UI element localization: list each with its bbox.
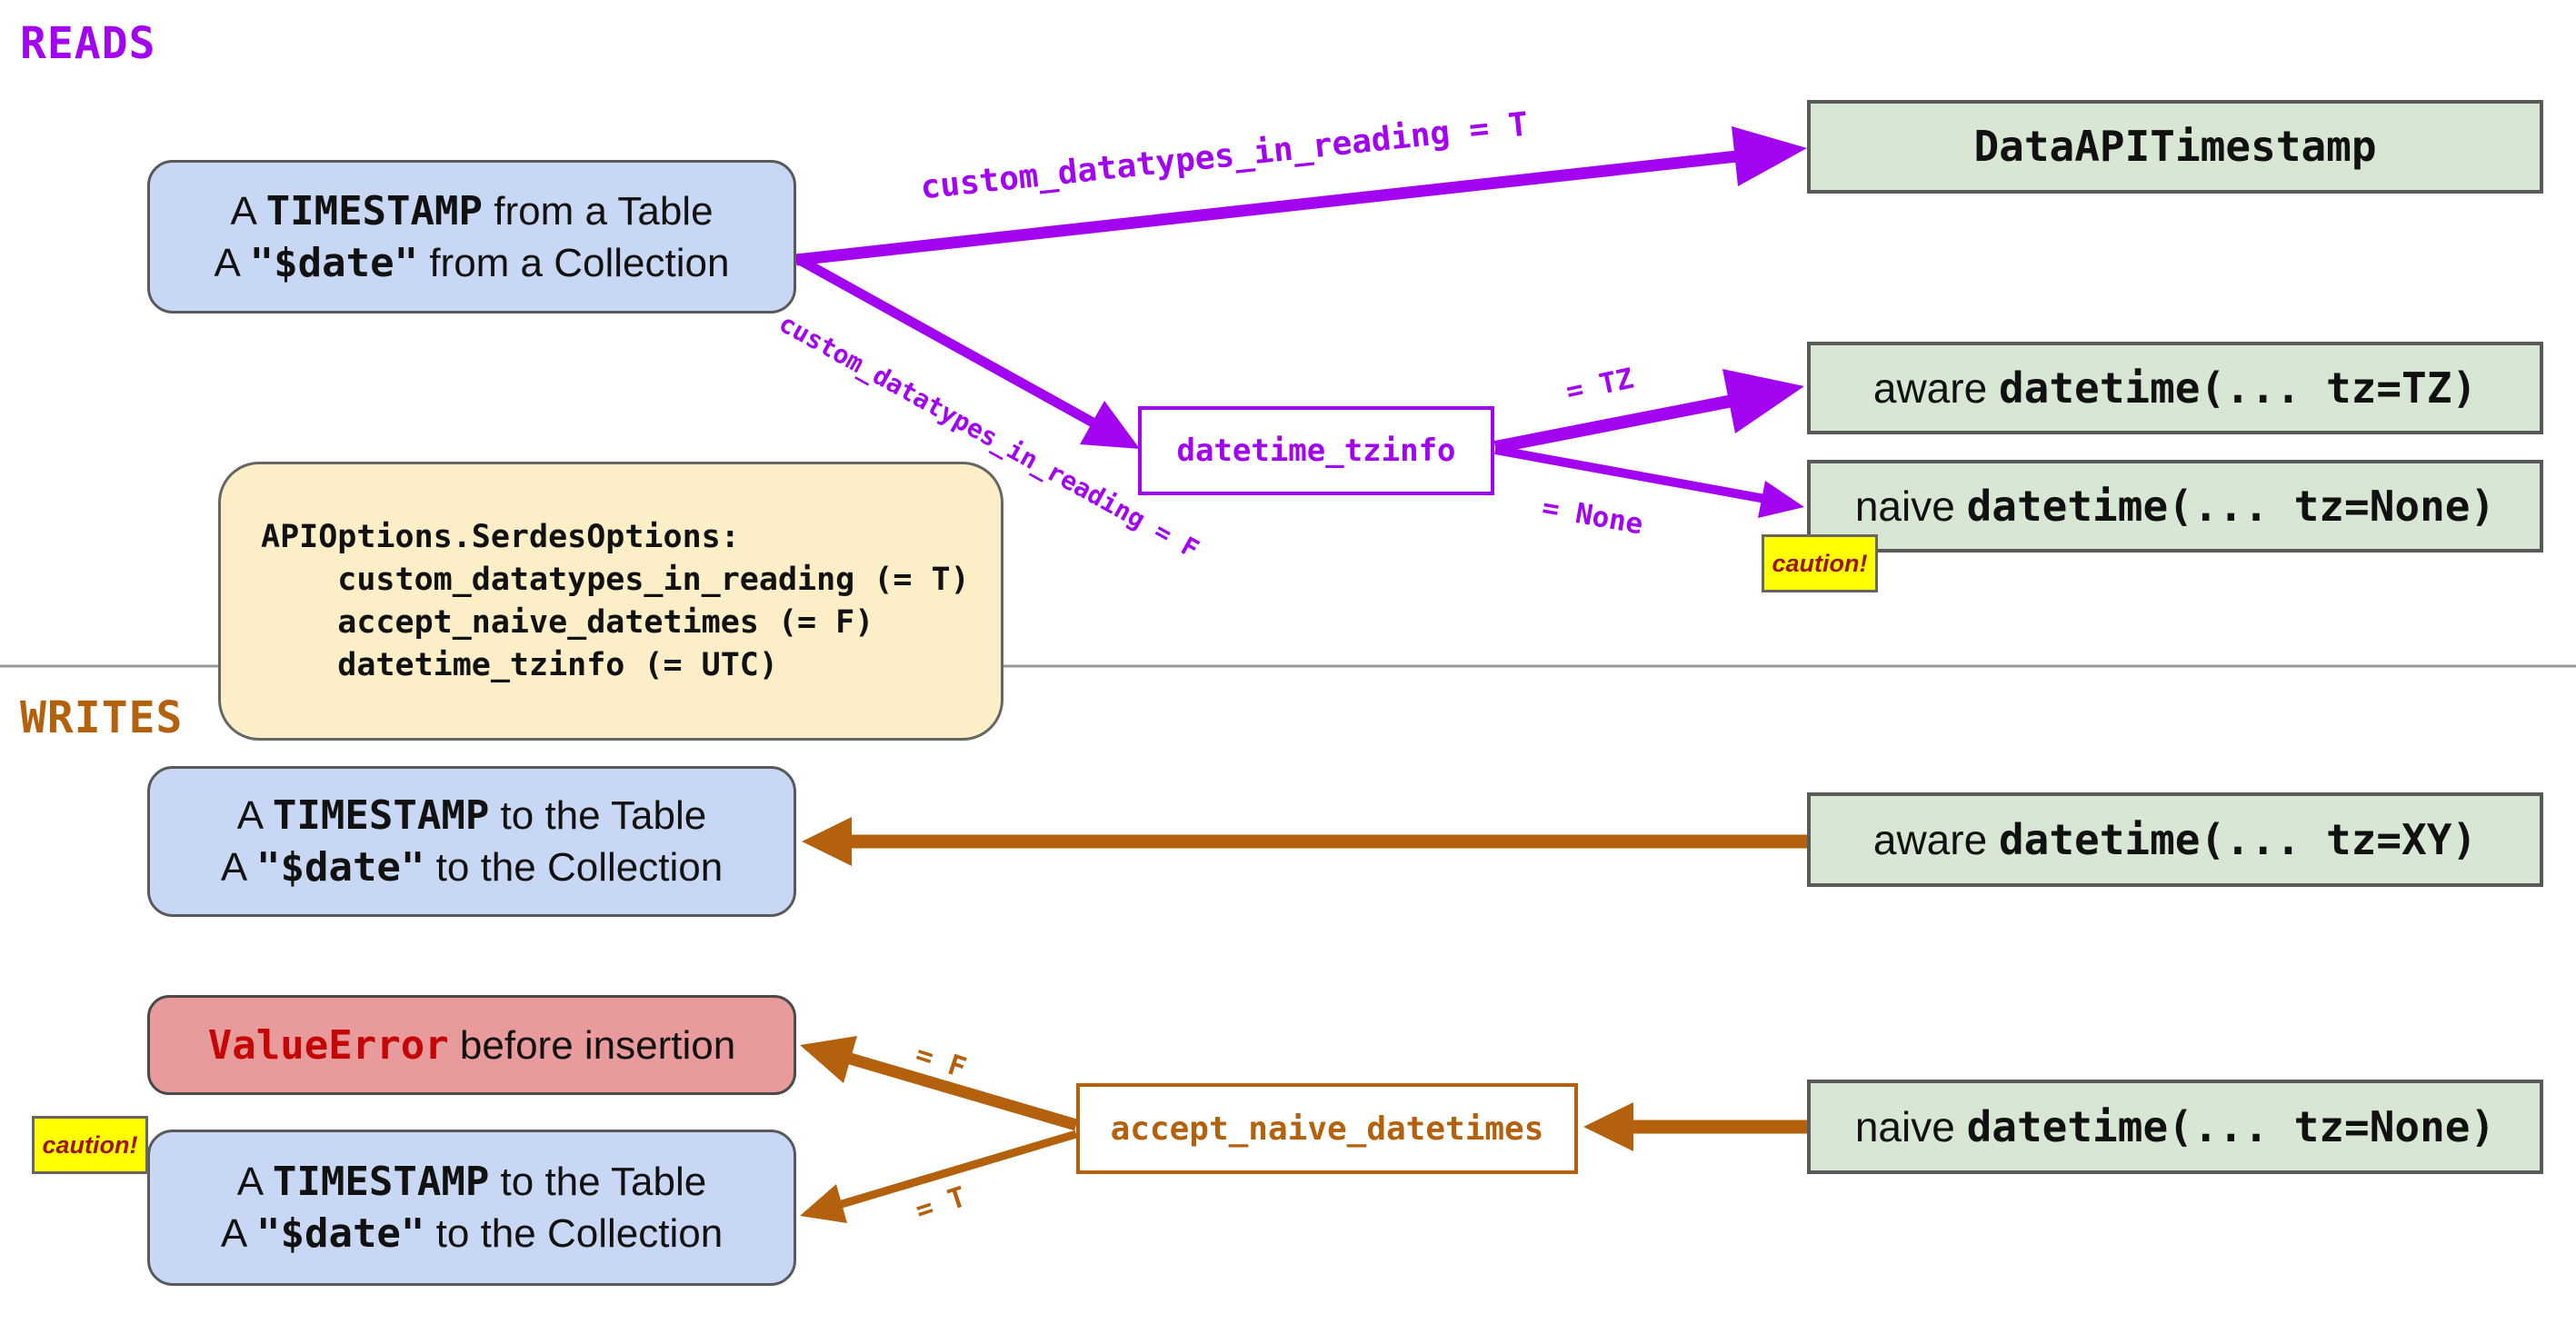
writes-target-accepted-box: A TIMESTAMP to the Table A "$date" to th… <box>147 1130 796 1286</box>
valueerror-box: ValueError before insertion <box>147 995 796 1095</box>
tzinfo-to-aware-line <box>1493 394 1734 453</box>
writes-target-line2-post: to the Collection <box>424 845 724 890</box>
writes-target2-line1-code: TIMESTAMP <box>272 1159 490 1205</box>
writes-target-line1-post: to the Table <box>489 793 707 838</box>
caution-badge-reads: caution! <box>1762 534 1878 592</box>
writes-target2-line2-pre: A <box>220 1211 256 1256</box>
reads-source-line2: A "$date" from a Collection <box>215 237 730 289</box>
naive-to-switch-arrowhead <box>1583 1102 1633 1151</box>
apioptions-note-line4: datetime_tzinfo (= UTC) <box>261 646 778 683</box>
reads-to-tzinfo-arrowhead <box>1080 401 1140 449</box>
tzinfo-to-naive-line <box>1494 445 1766 503</box>
reads-to-tzinfo-line <box>794 254 1099 429</box>
writes-target-line2-code: "$date" <box>255 844 425 891</box>
reads-source-line2-code: "$date" <box>249 239 419 286</box>
valueerror-line: ValueError before insertion <box>208 1020 735 1071</box>
naive-none-pre: naive <box>1854 482 1967 530</box>
dataapitimestamp-label: DataAPITimestamp <box>1973 122 2377 171</box>
writes-target-line1: A TIMESTAMP to the Table <box>237 790 707 841</box>
apioptions-note-line2: custom_datatypes_in_reading (= T) <box>261 561 970 598</box>
naive-none-writes-pre: naive <box>1854 1102 1967 1150</box>
switch-to-valueerror-arrowhead <box>800 1036 857 1083</box>
writes-target2-line2-code: "$date" <box>255 1210 425 1257</box>
writes-target2-line2-post: to the Collection <box>424 1211 724 1256</box>
aware-datetime-xy-box: aware datetime(... tz=XY) <box>1807 792 2543 887</box>
dataapitimestamp-box: DataAPITimestamp <box>1807 100 2543 194</box>
accept-naive-datetimes-switch-box: accept_naive_datetimes <box>1076 1083 1578 1174</box>
reads-source-line1: A TIMESTAMP from a Table <box>230 185 713 237</box>
switch-to-target-line <box>840 1130 1078 1209</box>
writes-section-header: WRITES <box>20 692 184 743</box>
aware-xy-code: datetime(... tz=XY) <box>1998 814 2478 864</box>
writes-target-line2: A "$date" to the Collection <box>221 841 723 893</box>
caution-badge-writes: caution! <box>32 1116 148 1174</box>
reads-source-line1-pre: A <box>230 188 266 234</box>
writes-target-line1-pre: A <box>236 793 273 838</box>
switch-to-valueerror-line <box>845 1051 1078 1131</box>
naive-datetime-none-line: naive datetime(... tz=None) <box>1855 481 2495 533</box>
reads-to-dataapitimestamp-arrowhead <box>1732 126 1807 186</box>
naive-datetime-none-box: naive datetime(... tz=None) <box>1807 460 2543 553</box>
aware-xy-pre: aware <box>1872 815 1999 863</box>
apioptions-note-line1: APIOptions.SerdesOptions: <box>261 518 740 555</box>
reads-source-box: A TIMESTAMP from a Table A "$date" from … <box>147 160 796 314</box>
datetime-tzinfo-label: datetime_tzinfo <box>1176 433 1456 469</box>
writes-target-line2-pre: A <box>220 845 256 890</box>
tzinfo-to-naive-arrowhead <box>1758 481 1804 518</box>
aware-to-target-arrowhead <box>802 817 852 866</box>
tzinfo-to-aware-arrowhead <box>1722 369 1804 433</box>
aware-tz-pre: aware <box>1872 363 1999 412</box>
valueerror-code: ValueError <box>207 1021 449 1069</box>
naive-datetime-none-writes-box: naive datetime(... tz=None) <box>1807 1080 2543 1174</box>
apioptions-note-line3: accept_naive_datetimes (= F) <box>261 603 874 641</box>
naive-none-code: datetime(... tz=None) <box>1966 481 2496 531</box>
datetime-tzinfo-switch-box: datetime_tzinfo <box>1138 406 1494 495</box>
aware-datetime-tz-box: aware datetime(... tz=TZ) <box>1807 342 2543 434</box>
reads-section-header: READS <box>20 18 156 69</box>
valueerror-post: before insertion <box>448 1022 736 1068</box>
naive-datetime-none-writes-line: naive datetime(... tz=None) <box>1855 1101 2495 1153</box>
apioptions-note-box: APIOptions.SerdesOptions: custom_datatyp… <box>218 462 1003 741</box>
aware-tz-code: datetime(... tz=TZ) <box>1998 363 2478 413</box>
accept-naive-datetimes-label: accept_naive_datetimes <box>1110 1110 1544 1148</box>
writes-target-accepted-line2: A "$date" to the Collection <box>221 1208 723 1259</box>
reads-source-line1-code: TIMESTAMP <box>265 187 484 234</box>
writes-target-box: A TIMESTAMP to the Table A "$date" to th… <box>147 766 796 917</box>
writes-target-line1-code: TIMESTAMP <box>272 792 490 839</box>
writes-target2-line1-pre: A <box>236 1160 273 1204</box>
reads-source-line2-pre: A <box>214 240 250 285</box>
caution-badge-writes-label: caution! <box>42 1130 138 1159</box>
writes-target-accepted-line1: A TIMESTAMP to the Table <box>237 1156 707 1208</box>
aware-datetime-tz-line: aware datetime(... tz=TZ) <box>1873 363 2477 414</box>
caution-badge-reads-label: caution! <box>1772 549 1868 577</box>
reads-to-dataapitimestamp-line <box>795 149 1746 266</box>
switch-to-target-arrowhead <box>800 1184 847 1223</box>
reads-source-line1-post: from a Table <box>483 188 714 234</box>
aware-datetime-xy-line: aware datetime(... tz=XY) <box>1873 814 2477 866</box>
writes-target2-line1-post: to the Table <box>489 1160 707 1204</box>
reads-source-line2-post: from a Collection <box>418 240 730 285</box>
naive-none-writes-code: datetime(... tz=None) <box>1966 1101 2496 1151</box>
